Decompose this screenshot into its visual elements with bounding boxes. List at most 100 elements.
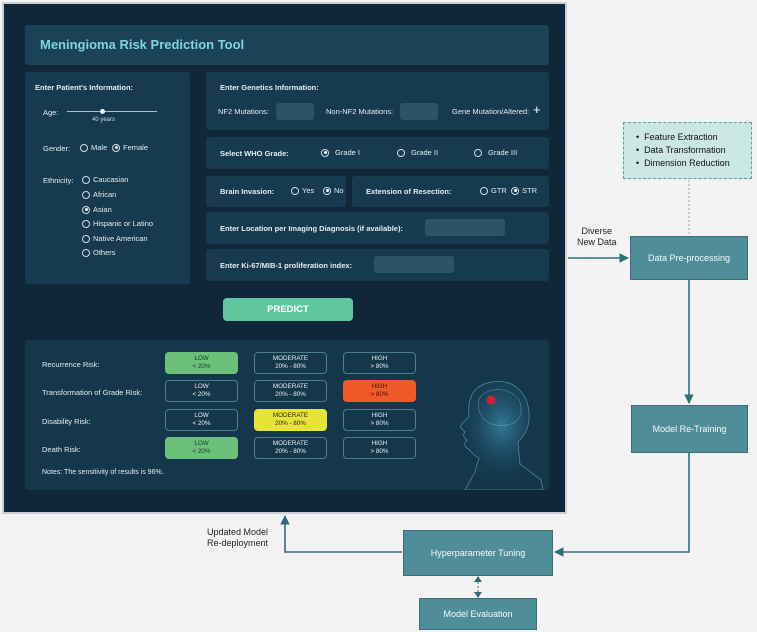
arrowhead-down [474, 592, 482, 598]
app-title: Meningioma Risk Prediction Tool [40, 37, 245, 52]
location-input[interactable] [425, 219, 505, 236]
who-option-grade-ii[interactable]: Grade II [397, 148, 438, 157]
ethnicity-option[interactable]: Asian [82, 205, 112, 214]
risk-level-low: LOW< 20% [165, 437, 238, 459]
risk-tool-app: Meningioma Risk Prediction Tool Enter Pa… [2, 2, 567, 514]
age-label: Age: [43, 108, 59, 117]
risk-level-high: HIGH> 80% [343, 409, 416, 431]
risk-level-name: LOW [194, 383, 209, 390]
non-nf2-input[interactable] [400, 103, 438, 120]
age-slider[interactable] [67, 109, 157, 114]
gene-altered-label: Gene Mutation/Altered: [452, 107, 530, 116]
risk-level-high: HIGH> 80% [343, 437, 416, 459]
who-grade-label: Select WHO Grade: [220, 149, 289, 158]
risk-level-range: > 80% [370, 448, 389, 455]
age-slider-thumb[interactable] [100, 109, 105, 114]
predict-button[interactable]: PREDICT [223, 298, 353, 321]
results-notes: Notes: The sensitivity of results is 96%… [42, 469, 164, 476]
resection-option-gtr[interactable]: GTR [480, 186, 507, 195]
ki67-input[interactable] [374, 256, 454, 273]
ethnicity-option[interactable]: Hispanic or Latino [82, 219, 153, 228]
risk-level-name: LOW [194, 355, 209, 362]
ethnicity-option[interactable]: Caucasian [82, 175, 128, 184]
invasion-option-no[interactable]: No [323, 186, 344, 195]
risk-level-low: LOW< 20% [165, 352, 238, 374]
risk-level-low: LOW< 20% [165, 409, 238, 431]
genetics-heading: Enter Genetics Information: [220, 83, 319, 92]
risk-level-name: MODERATE [272, 440, 309, 447]
nf2-input[interactable] [276, 103, 314, 120]
ethnicity-label: Ethnicity: [43, 176, 74, 185]
ki67-label: Enter Ki-67/MIB-1 proliferation index: [220, 261, 353, 270]
resection-label: Extension of Resection: [366, 187, 452, 196]
invasion-option-yes[interactable]: Yes [291, 186, 314, 195]
patient-heading: Enter Patient's Information: [35, 83, 134, 92]
risk-level-name: HIGH [371, 440, 388, 447]
radio-icon[interactable] [80, 143, 88, 152]
patient-panel: Enter Patient's Information: Age: 40 yea… [25, 72, 190, 284]
who-option-grade-iii[interactable]: Grade III [474, 148, 517, 157]
risk-level-high: HIGH> 80% [343, 352, 416, 374]
resection-panel: Extension of Resection: GTR STR [352, 176, 549, 207]
radio-icon[interactable] [474, 148, 482, 157]
gender-label: Gender: [43, 144, 71, 153]
risk-level-range: < 20% [192, 391, 211, 398]
risk-level-range: 20% - 80% [275, 420, 306, 427]
radio-selected-icon[interactable] [323, 186, 331, 195]
retraining-box: Model Re-Training [631, 405, 748, 453]
radio-icon[interactable] [480, 186, 488, 195]
risk-level-range: < 20% [192, 363, 211, 370]
risk-level-high: HIGH> 80% [343, 380, 416, 402]
radio-icon[interactable] [397, 148, 405, 157]
risk-level-range: 20% - 80% [275, 448, 306, 455]
risk-level-name: HIGH [371, 355, 388, 362]
non-nf2-label: Non-NF2 Mutations: [326, 107, 394, 116]
preprocessing-box: Data Pre-processing [630, 236, 748, 280]
risk-level-range: > 80% [370, 363, 389, 370]
feature-item: • Feature Extraction [636, 132, 718, 142]
resection-option-str[interactable]: STR [511, 186, 537, 195]
radio-selected-icon[interactable] [112, 143, 120, 152]
location-label: Enter Location per Imaging Diagnosis (if… [220, 224, 403, 233]
risk-level-name: LOW [194, 412, 209, 419]
risk-level-range: < 20% [192, 448, 211, 455]
evaluation-box: Model Evaluation [419, 598, 537, 630]
arrowhead-up [474, 576, 482, 582]
risk-level-range: < 20% [192, 420, 211, 427]
risk-label: Death Risk: [42, 445, 81, 454]
radio-icon[interactable] [82, 175, 90, 184]
nf2-label: NF2 Mutations: [218, 107, 269, 116]
radio-icon[interactable] [82, 190, 90, 199]
redeploy-label: Updated Model Re-deployment [207, 527, 269, 548]
risk-label: Transformation of Grade Risk: [42, 388, 143, 397]
radio-selected-icon[interactable] [511, 186, 519, 195]
radio-icon[interactable] [291, 186, 299, 195]
risk-level-name: HIGH [371, 383, 388, 390]
brain-invasion-panel: Brain Invasion: Yes No [206, 176, 346, 207]
risk-level-name: MODERATE [272, 383, 309, 390]
ethnicity-option[interactable]: Others [82, 248, 116, 257]
risk-level-name: LOW [194, 440, 209, 447]
ethnicity-option[interactable]: African [82, 190, 116, 199]
gender-option-female[interactable]: Female [112, 143, 148, 152]
risk-level-range: 20% - 80% [275, 363, 306, 370]
radio-selected-icon[interactable] [321, 148, 329, 157]
ethnicity-option[interactable]: Native American [82, 234, 148, 243]
radio-selected-icon[interactable] [82, 205, 90, 214]
radio-icon[interactable] [82, 219, 90, 228]
genetics-panel: Enter Genetics Information: NF2 Mutation… [206, 72, 549, 130]
risk-level-name: MODERATE [272, 412, 309, 419]
who-option-grade-i[interactable]: Grade I [321, 148, 360, 157]
radio-icon[interactable] [82, 248, 90, 257]
radio-icon[interactable] [82, 234, 90, 243]
location-panel: Enter Location per Imaging Diagnosis (if… [206, 212, 549, 244]
risk-label: Recurrence Risk: [42, 360, 100, 369]
risk-level-range: 20% - 80% [275, 391, 306, 398]
gender-option-male[interactable]: Male [80, 143, 107, 152]
add-gene-plus-icon[interactable]: + [533, 102, 541, 117]
brain-invasion-label: Brain Invasion: [220, 187, 275, 196]
title-bar: Meningioma Risk Prediction Tool [25, 25, 549, 65]
